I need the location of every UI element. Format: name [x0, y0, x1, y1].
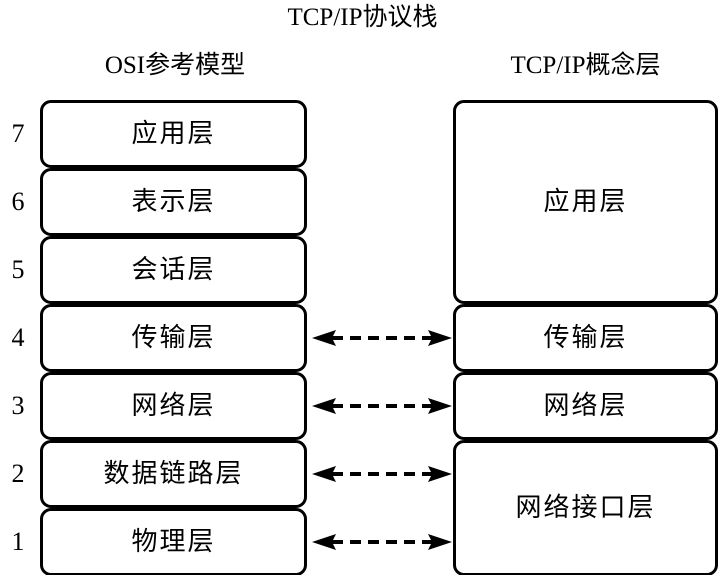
- layer-number-2: 2: [11, 459, 25, 488]
- tcpip-layer-network-interface-label: 网络接口层: [515, 493, 656, 522]
- diagram-title-text: TCP/IP协议栈: [287, 4, 438, 31]
- mapping-arrow-transport: [310, 328, 454, 348]
- osi-layer-session[interactable]: 会话层: [40, 236, 307, 304]
- osi-layer-presentation[interactable]: 表示层: [40, 168, 307, 236]
- osi-layer-application-label: 应用层: [131, 119, 216, 148]
- tcpip-layer-internet[interactable]: 网络层: [453, 372, 718, 440]
- diagram-title: TCP/IP协议栈: [0, 2, 721, 34]
- osi-layer-transport[interactable]: 传输层: [40, 304, 307, 372]
- osi-layer-presentation-label: 表示层: [131, 187, 216, 216]
- tcpip-column-header: TCP/IP概念层: [510, 52, 661, 79]
- tcpip-layer-application[interactable]: 应用层: [453, 100, 718, 304]
- tcpip-layer-transport[interactable]: 传输层: [453, 304, 718, 372]
- osi-layer-data-link-label: 数据链路层: [103, 459, 244, 488]
- mapping-arrow-network: [310, 396, 454, 416]
- osi-layer-session-label: 会话层: [131, 255, 216, 284]
- mapping-arrow-data-link: [310, 464, 454, 484]
- layer-number-4: 4: [11, 323, 25, 352]
- osi-layer-application[interactable]: 应用层: [40, 100, 307, 168]
- layer-number-7: 7: [11, 119, 25, 148]
- osi-layer-transport-label: 传输层: [131, 323, 216, 352]
- tcpip-layer-transport-label: 传输层: [543, 323, 628, 352]
- osi-layer-physical[interactable]: 物理层: [40, 508, 307, 575]
- osi-column-header: OSI参考模型: [104, 52, 246, 79]
- mapping-arrow-physical: [310, 532, 454, 552]
- layer-number-6: 6: [11, 187, 25, 216]
- osi-layer-network[interactable]: 网络层: [40, 372, 307, 440]
- layer-number-3: 3: [11, 391, 25, 420]
- tcpip-layer-internet-label: 网络层: [543, 391, 628, 420]
- tcpip-layer-network-interface[interactable]: 网络接口层: [453, 440, 718, 575]
- osi-layer-data-link[interactable]: 数据链路层: [40, 440, 307, 508]
- tcpip-layer-application-label: 应用层: [543, 187, 628, 216]
- layer-number-5: 5: [11, 255, 25, 284]
- osi-layer-network-label: 网络层: [131, 391, 216, 420]
- osi-layer-physical-label: 物理层: [131, 527, 216, 556]
- layer-number-1: 1: [11, 527, 25, 556]
